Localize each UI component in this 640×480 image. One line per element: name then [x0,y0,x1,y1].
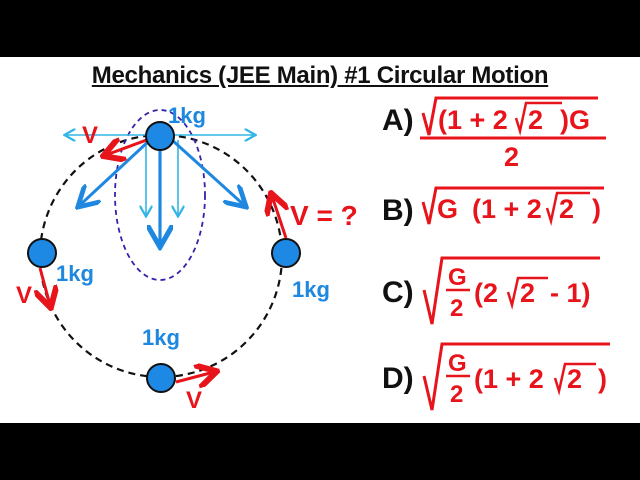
svg-text:)G: )G [560,105,590,135]
svg-text:G: G [448,350,467,377]
velocity-arrow-right [272,196,286,239]
unknown-velocity-label: V = ? [290,200,358,231]
option-d-label: D) [382,362,414,395]
mass-top [145,121,175,151]
svg-text:2: 2 [567,364,582,394]
mass-label-left: 1kg [56,261,94,286]
mass-right [271,238,301,268]
diagonal-force-arrow-left [80,138,152,205]
mass-label-right: 1kg [292,277,330,302]
option-a-numerator: (1 + 2 [438,105,508,135]
mass-bottom [146,363,176,393]
diagonal-force-arrow-right [170,138,244,205]
svg-text:): ) [598,364,607,394]
option-a-denominator: 2 [504,142,519,172]
velocity-arrow-bottom [175,372,214,382]
option-b-label: B) [382,194,414,227]
velocity-arrow-left [40,267,50,305]
velocity-label-left: V [16,282,32,309]
svg-text:G: G [448,264,467,291]
page-title: Mechanics (JEE Main) #1 Circular Motion [91,62,549,89]
svg-text:2: 2 [520,278,535,308]
option-b-expression: (1 + 2 [472,194,542,224]
option-c-expression: (2 [474,278,498,308]
svg-text:2: 2 [559,194,574,224]
velocity-label-top: V [82,122,98,149]
mass-label-bottom: 1kg [142,325,180,350]
svg-text:2: 2 [450,295,463,322]
svg-text:): ) [592,194,601,224]
svg-text:2: 2 [450,381,463,408]
velocity-arrow-top [106,136,153,155]
svg-text:G: G [437,194,458,224]
svg-text:2: 2 [528,105,543,135]
mass-label-top: 1kg [168,103,206,128]
velocity-label-bottom: V [186,387,202,414]
option-d-expression: (1 + 2 [474,364,544,394]
svg-text:- 1): - 1) [550,278,591,308]
mass-left [27,238,57,268]
option-a-label: A) [382,104,414,137]
highlight-ellipse [114,109,206,281]
option-c-label: C) [382,276,414,309]
slide-background [0,57,640,423]
